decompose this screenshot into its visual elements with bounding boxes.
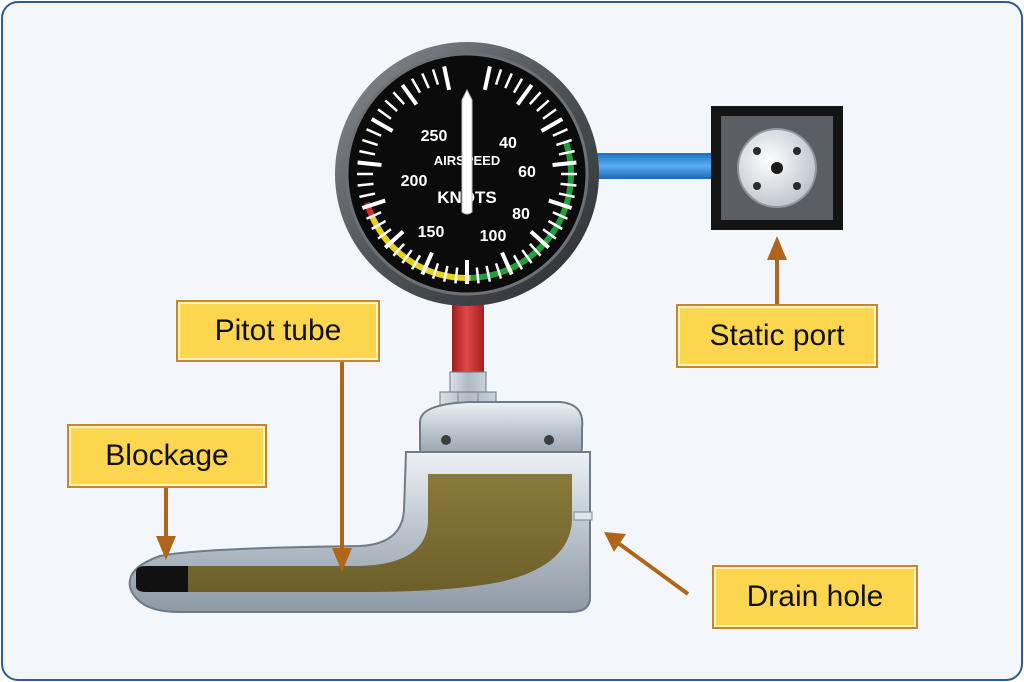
gauge-tick — [540, 117, 564, 133]
gauge-tick — [377, 228, 392, 240]
gauge-tick — [410, 78, 422, 94]
pitot-tube-arrow-head — [332, 548, 352, 572]
gauge-tick — [485, 265, 492, 282]
gauge-tick — [357, 182, 374, 187]
gauge-tick — [536, 99, 550, 113]
tick-label-250: 250 — [421, 128, 448, 145]
gauge-tick — [366, 128, 382, 137]
gauge-tick — [475, 267, 480, 284]
gauge-tick — [442, 265, 449, 282]
blockage-arrow-head — [156, 536, 176, 560]
gauge-tick — [552, 128, 568, 137]
gauge-tick — [442, 65, 452, 91]
gauge-tick — [366, 211, 382, 220]
gauge-tick — [377, 108, 392, 120]
gauge-tick — [454, 267, 459, 284]
gauge-tick — [420, 251, 434, 276]
static-port-callout: Static port — [676, 304, 878, 368]
gauge-tick — [401, 249, 413, 264]
static-port-arrow-head — [767, 236, 787, 260]
gauge-tick — [357, 160, 382, 167]
gauge-tick — [371, 219, 387, 231]
gauge-tick — [552, 211, 568, 220]
pitot-interior — [170, 474, 572, 592]
gauge-tick — [547, 219, 563, 231]
gauge-tick — [529, 230, 551, 250]
gauge-tick — [515, 83, 534, 106]
drain-hole-arrow-head — [604, 532, 626, 552]
tick-label-80: 80 — [512, 206, 530, 223]
tick-label-60: 60 — [518, 164, 536, 181]
drain-hole-arrow-line — [612, 538, 690, 596]
gauge-tick — [558, 149, 575, 156]
gauge-green-arc — [470, 140, 574, 281]
gauge-tick — [384, 99, 398, 113]
gauge-tick — [431, 263, 440, 280]
gauge-tick — [558, 192, 575, 199]
gauge-tick — [512, 254, 524, 270]
callout-arrows — [156, 236, 787, 596]
gauge-tick — [421, 73, 430, 89]
gauge-tick — [361, 138, 378, 147]
gauge-tick — [560, 182, 577, 187]
gauge-tick — [494, 263, 503, 280]
gauge-tick — [359, 149, 376, 156]
gauge-tick — [392, 91, 406, 105]
gauge-tick — [410, 254, 422, 270]
gauge-tick — [528, 243, 542, 257]
static-port — [711, 106, 843, 230]
gauge-tick — [482, 65, 492, 91]
blockage-plug — [136, 566, 188, 592]
gauge-tick — [370, 117, 394, 133]
tick-label-40: 40 — [499, 135, 517, 152]
gauge-tick-labels: 250 40 60 200 80 150 100 — [401, 128, 536, 245]
gauge-tick — [521, 249, 533, 264]
gauge-tick — [512, 78, 524, 94]
gauge-tick — [500, 251, 514, 276]
drain-hole — [573, 511, 593, 521]
pitot-tube-body — [128, 401, 593, 613]
gauge-tick — [494, 68, 503, 85]
gauge-tick — [548, 198, 573, 210]
pitot-tube-callout: Pitot tube — [176, 300, 380, 362]
blockage-callout: Blockage — [67, 424, 267, 488]
airspeed-indicator: 250 40 60 200 80 150 100 AIRSPEED KNOTS — [335, 42, 599, 306]
gauge-tick — [504, 73, 513, 89]
gauge-needle — [461, 88, 473, 215]
gauge-tick — [431, 68, 440, 85]
gauge-tick — [359, 192, 376, 199]
gauge-tick — [556, 138, 573, 147]
tick-label-200: 200 — [401, 173, 428, 190]
gauge-tick — [361, 198, 386, 210]
tick-label-150: 150 — [418, 224, 445, 241]
gauge-tick — [383, 230, 405, 250]
gauge-tick — [400, 83, 419, 106]
gauge-tick — [542, 228, 557, 240]
tick-label-100: 100 — [480, 228, 507, 245]
gauge-tick — [392, 243, 406, 257]
static-line — [590, 153, 720, 179]
drain-hole-callout: Drain hole — [712, 565, 918, 629]
gauge-tick — [528, 91, 542, 105]
gauge-tick — [542, 108, 557, 120]
gauge-tick-marks — [357, 65, 577, 284]
gauge-tick — [552, 160, 577, 167]
